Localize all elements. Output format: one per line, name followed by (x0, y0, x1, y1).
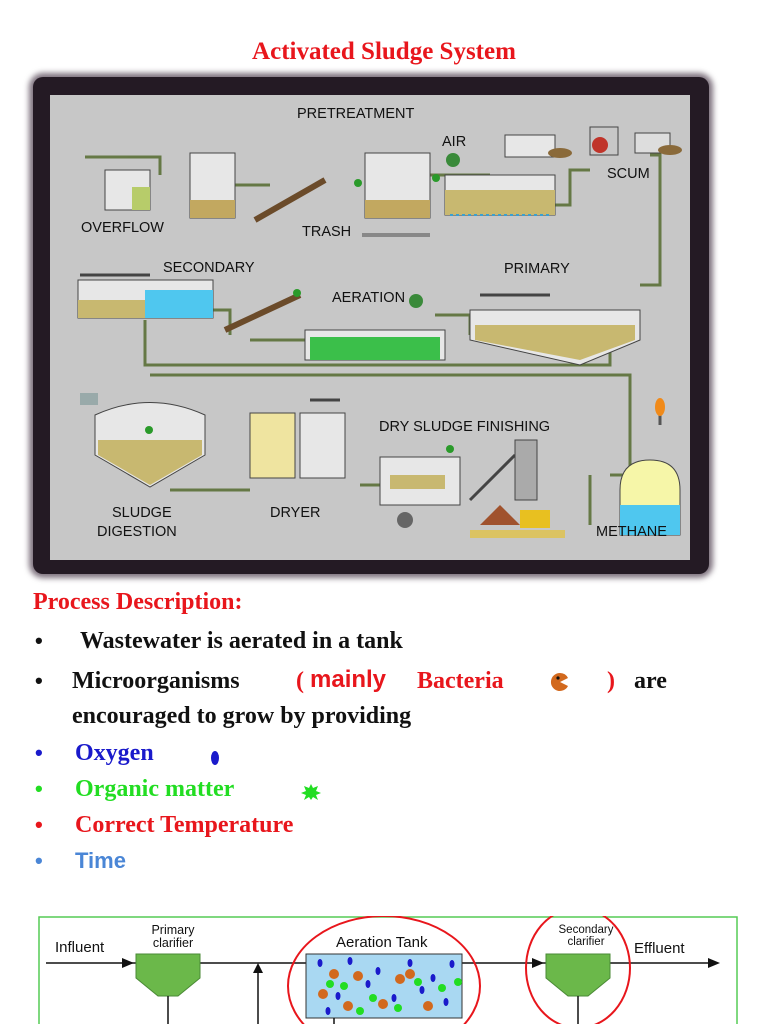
bullet-dot: • (35, 628, 43, 653)
bullet-correct-temperature: Correct Temperature (75, 812, 294, 838)
paren-open: ( (296, 668, 304, 694)
label-dry-sludge-finishing: DRY SLUDGE FINISHING (379, 419, 551, 435)
bullet-dot: • (35, 776, 43, 801)
bullet-oxygen: Oxygen (75, 740, 154, 766)
label-aeration: AERATION (332, 290, 406, 306)
flow-diagram-graphic (38, 916, 738, 1024)
word-mainly: mainly (310, 666, 387, 693)
plant-schematic (77, 126, 682, 538)
process-description-heading: Process Description: (33, 589, 243, 615)
line-aerated: Wastewater is aerated in a tank (80, 628, 403, 654)
word-are: are (634, 668, 667, 694)
line-microorganisms: Microorganisms (72, 668, 240, 694)
bullet-dot: • (35, 668, 43, 693)
line-encouraged: encouraged to grow by providing (72, 703, 412, 729)
bullet-dot: • (35, 812, 43, 837)
label-effluent: Effluent (634, 940, 685, 957)
label-air: AIR (442, 134, 467, 150)
label-scum: SCUM (607, 166, 650, 182)
label-trash: TRASH (302, 224, 352, 240)
label-dryer: DRYER (270, 505, 321, 521)
bullet-organic-matter: Organic matter (75, 776, 235, 802)
label-primary: PRIMARY (504, 261, 570, 277)
label-methane: METHANE (596, 524, 667, 540)
label-secondary: SECONDARY (163, 260, 255, 276)
label-aeration-tank: Aeration Tank (336, 934, 428, 951)
bullet-dot: • (35, 740, 43, 765)
bullet-time: Time (75, 848, 126, 873)
page-title: Activated Sludge System (252, 38, 516, 65)
organic-matter-icon (301, 784, 321, 800)
paren-close: ) (607, 668, 615, 694)
oxygen-bubble-icon (211, 751, 219, 765)
bullet-dot: • (35, 848, 43, 873)
label-influent: Influent (55, 939, 105, 956)
label-pretreatment: PRETREATMENT (297, 106, 415, 122)
bacteria-icon (550, 672, 568, 691)
word-bacteria: Bacteria (417, 668, 504, 694)
label-overflow: OVERFLOW (81, 220, 164, 236)
label-sludge: SLUDGE (112, 505, 172, 521)
label-digestion: DIGESTION (97, 524, 177, 540)
treatment-plant-illustration: PRETREATMENT AIR SCUM OVERFLOW TRASH SEC… (50, 95, 690, 560)
